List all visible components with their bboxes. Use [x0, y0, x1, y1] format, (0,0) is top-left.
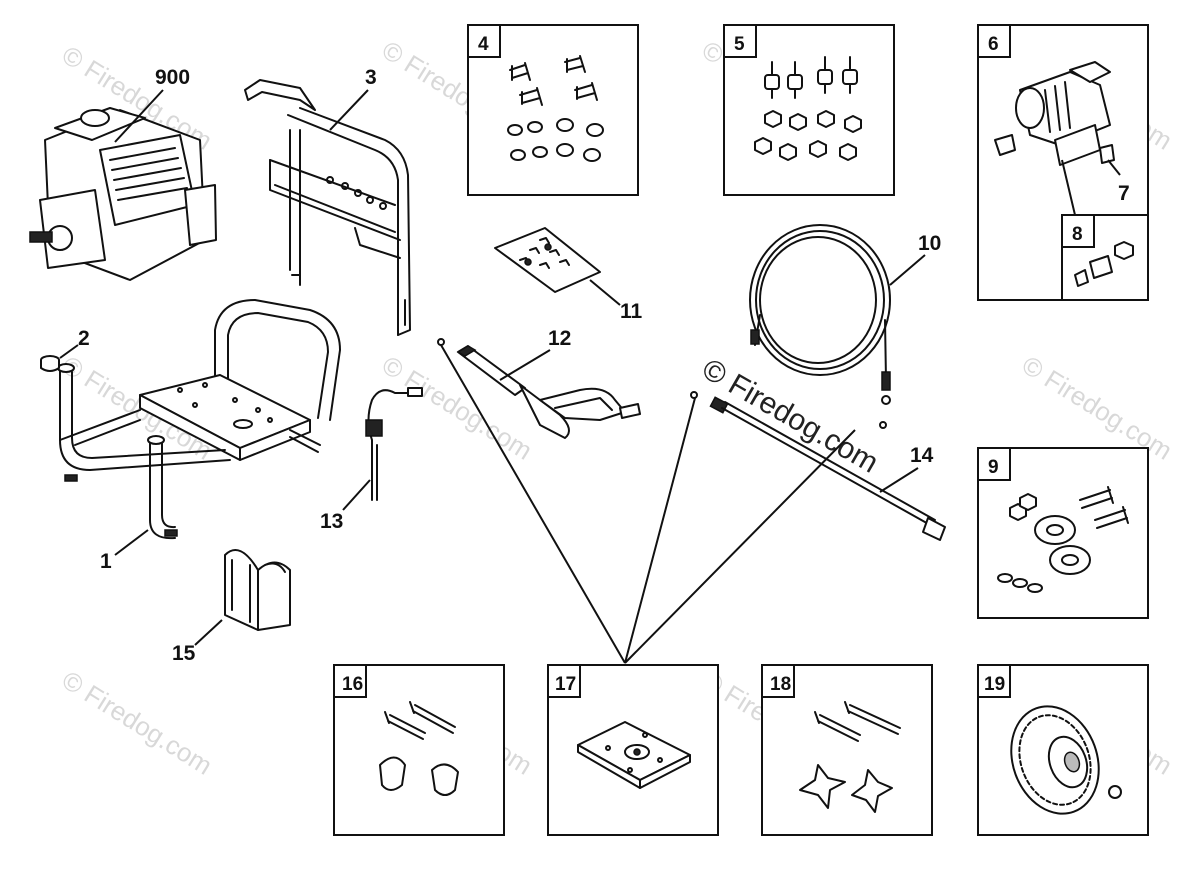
watermark-text: © Firedog.com	[377, 350, 538, 466]
watermark-main: © Firedog.com	[697, 352, 884, 479]
callout-900: 900	[155, 66, 190, 89]
watermark-text: © Firedog.com	[57, 665, 218, 781]
box-number-16: 16	[342, 674, 363, 695]
hose-icon	[749, 224, 891, 429]
knob-bolt-kit-icon	[379, 701, 459, 796]
callout-1: 1	[100, 550, 112, 573]
callout-7: 7	[1118, 182, 1130, 205]
box-16: 16	[333, 664, 505, 836]
box-4: 4	[467, 24, 639, 196]
box-18: 18	[761, 664, 933, 836]
hardware-bag-icon	[494, 227, 601, 293]
wheel-spacer-kit-icon	[997, 486, 1129, 593]
leader-group-17	[440, 344, 856, 664]
callout-14: 14	[910, 444, 934, 467]
isolator-kit-icon	[754, 56, 862, 161]
star-knob-kit-icon	[799, 701, 901, 813]
foot-icon	[40, 355, 60, 372]
handle-icon	[244, 79, 411, 336]
coupler-kit-icon	[1074, 241, 1134, 287]
box-number-18: 18	[770, 674, 791, 695]
box-number-4: 4	[478, 34, 489, 55]
mounting-plate-icon	[577, 721, 691, 789]
callout-2: 2	[78, 327, 90, 350]
callout-13: 13	[320, 510, 343, 533]
spray-gun-icon	[437, 338, 641, 439]
wheel-icon	[1010, 705, 1122, 815]
box-6: 6 7 8	[977, 24, 1149, 301]
callout-3: 3	[365, 66, 377, 89]
box-number-5: 5	[734, 34, 745, 55]
box-5: 5	[723, 24, 895, 196]
box-number-9: 9	[988, 457, 999, 478]
box-number-8: 8	[1072, 224, 1083, 245]
frame-icon	[57, 299, 341, 540]
box-19: 19	[977, 664, 1149, 836]
hose-holder-icon	[224, 549, 291, 631]
pump-icon	[994, 61, 1115, 166]
callout-15: 15	[172, 642, 196, 665]
box-number-19: 19	[984, 674, 1005, 695]
lance-icon	[690, 391, 946, 541]
cable-icon	[365, 387, 423, 501]
callout-11: 11	[620, 300, 643, 323]
callout-10: 10	[918, 232, 941, 255]
box-number-6: 6	[988, 34, 999, 55]
engine-icon	[29, 107, 217, 281]
box-9: 9	[977, 447, 1149, 619]
box-number-17: 17	[555, 674, 576, 695]
box-17: 17	[547, 664, 719, 836]
bolt-kit-icon	[507, 55, 604, 162]
callout-12: 12	[548, 327, 571, 350]
